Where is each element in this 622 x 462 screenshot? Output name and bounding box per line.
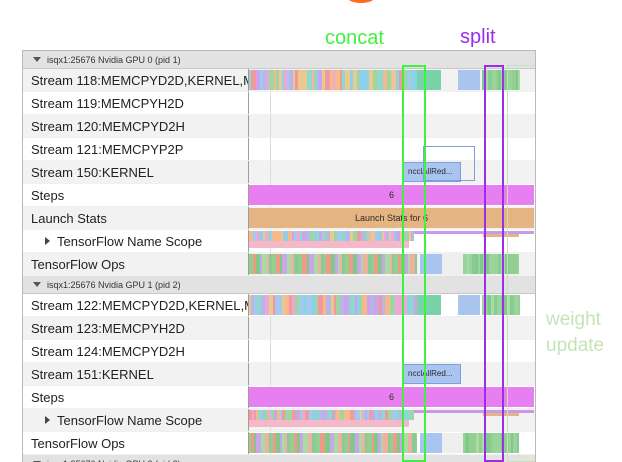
- trace-row-label[interactable]: Stream 120:MEMCPYD2H: [23, 115, 249, 137]
- trace-row-track[interactable]: ncclAllRed...: [249, 363, 535, 385]
- orange-marker-blob: [347, 0, 375, 3]
- trace-row-label[interactable]: Stream 122:MEMCPYD2D,KERNEL,MI: [23, 294, 249, 316]
- chevron-down-icon[interactable]: [33, 282, 41, 287]
- trace-row-label-text: Steps: [31, 390, 64, 405]
- trace-row-label[interactable]: Steps: [23, 184, 249, 206]
- trace-viewer-panel[interactable]: isqx1:25676 Nvidia GPU 0 (pid 1) Stream 1…: [22, 50, 536, 462]
- trace-row-label-text: Stream 119:MEMCPYH2D: [31, 96, 184, 111]
- trace-row[interactable]: Stream 118:MEMCPYD2D,KERNEL,ME: [23, 69, 535, 92]
- steps-bar-label: 6: [249, 387, 534, 407]
- trace-row[interactable]: Stream 121:MEMCPYP2P: [23, 138, 535, 161]
- launch-stats-bar[interactable]: Launch Stats for 6: [249, 208, 534, 228]
- trace-row-track[interactable]: Launch Stats for 6: [249, 207, 535, 229]
- annotation-weight-line1: weight: [546, 307, 604, 333]
- trace-row[interactable]: Stream 124:MEMCPYD2H: [23, 340, 535, 363]
- trace-row-label[interactable]: Steps: [23, 386, 249, 408]
- trace-row-label-text: Stream 118:MEMCPYD2D,KERNEL,ME: [31, 73, 249, 88]
- trace-row[interactable]: TensorFlow Ops: [23, 253, 535, 276]
- trace-group-header-label: isqx1:25676 Nvidia GPU 2 (pid 3): [47, 459, 181, 462]
- trace-row-label[interactable]: Stream 119:MEMCPYH2D: [23, 92, 249, 114]
- trace-row-track[interactable]: [249, 340, 535, 362]
- trace-row[interactable]: Steps 6: [23, 184, 535, 207]
- trace-row-label[interactable]: Stream 118:MEMCPYD2D,KERNEL,ME: [23, 69, 249, 91]
- trace-bar-cluster: [249, 410, 534, 430]
- trace-row-label[interactable]: Stream 121:MEMCPYP2P: [23, 138, 249, 160]
- trace-row-label-text: Stream 120:MEMCPYD2H: [31, 119, 185, 134]
- annotation-weight-update: weight update: [546, 307, 604, 359]
- trace-row-track[interactable]: 6: [249, 184, 535, 206]
- trace-row[interactable]: Stream 151:KERNEL ncclAllRed...: [23, 363, 535, 386]
- trace-row-track[interactable]: [249, 115, 535, 137]
- trace-row-label-text: Stream 123:MEMCPYH2D: [31, 321, 185, 336]
- chevron-right-icon[interactable]: [45, 237, 50, 245]
- trace-group-header-label: isqx1:25676 Nvidia GPU 1 (pid 2): [47, 280, 181, 290]
- trace-row-label[interactable]: TensorFlow Name Scope: [23, 230, 249, 252]
- trace-bar-cluster: [249, 231, 534, 251]
- trace-row[interactable]: Launch Stats Launch Stats for 6: [23, 207, 535, 230]
- trace-bar-cluster: [249, 254, 534, 274]
- trace-row[interactable]: Stream 123:MEMCPYH2D: [23, 317, 535, 340]
- trace-row-label[interactable]: Stream 151:KERNEL: [23, 363, 249, 385]
- trace-row-label-text: Stream 151:KERNEL: [31, 367, 154, 382]
- trace-row-label-text: TensorFlow Ops: [31, 257, 125, 272]
- trace-row-label-text: Stream 124:MEMCPYD2H: [31, 344, 185, 359]
- nccl-allreduce-bar[interactable]: ncclAllRed...: [403, 162, 461, 182]
- trace-row-label[interactable]: Stream 124:MEMCPYD2H: [23, 340, 249, 362]
- trace-row-label[interactable]: TensorFlow Name Scope: [23, 409, 249, 431]
- trace-row-track[interactable]: [249, 69, 535, 91]
- trace-row-label[interactable]: Launch Stats: [23, 207, 249, 229]
- nccl-allreduce-bar-label: ncclAllRed...: [404, 365, 460, 383]
- trace-row[interactable]: TensorFlow Ops: [23, 432, 535, 455]
- trace-row-label[interactable]: Stream 123:MEMCPYH2D: [23, 317, 249, 339]
- trace-row-track[interactable]: [249, 92, 535, 114]
- trace-rows-container[interactable]: isqx1:25676 Nvidia GPU 0 (pid 1) Stream 1…: [23, 51, 535, 462]
- trace-row-label-text: Stream 122:MEMCPYD2D,KERNEL,MI: [31, 298, 249, 313]
- trace-row[interactable]: Stream 150:KERNEL ncclAllRed...: [23, 161, 535, 184]
- steps-bar[interactable]: 6: [249, 185, 534, 205]
- trace-row-track[interactable]: 6: [249, 386, 535, 408]
- nccl-allreduce-bar[interactable]: ncclAllRed...: [403, 364, 461, 384]
- annotation-weight-line2: update: [546, 333, 604, 359]
- annotation-split: split: [460, 26, 496, 49]
- trace-group-header[interactable]: isqx1:25676 Nvidia GPU 0 (pid 1): [23, 51, 535, 69]
- trace-row[interactable]: Steps 6: [23, 386, 535, 409]
- trace-row[interactable]: Stream 122:MEMCPYD2D,KERNEL,MI: [23, 294, 535, 317]
- steps-bar[interactable]: 6: [249, 387, 534, 407]
- chevron-down-icon[interactable]: [33, 57, 41, 62]
- trace-row-label-text: Stream 121:MEMCPYP2P: [31, 142, 183, 157]
- annotation-concat: concat: [325, 27, 384, 50]
- trace-row-track[interactable]: ncclAllRed...: [249, 161, 535, 183]
- trace-row-label[interactable]: TensorFlow Ops: [23, 432, 249, 454]
- trace-row-label-text: Launch Stats: [31, 211, 107, 226]
- trace-row[interactable]: Stream 120:MEMCPYD2H: [23, 115, 535, 138]
- trace-group-header[interactable]: isqx1:25676 Nvidia GPU 1 (pid 2): [23, 276, 535, 294]
- trace-row-track[interactable]: [249, 432, 535, 454]
- trace-row-label-text: TensorFlow Ops: [31, 436, 125, 451]
- steps-bar-label: 6: [249, 185, 534, 205]
- trace-row-track[interactable]: [249, 409, 535, 431]
- nccl-allreduce-bar-label: ncclAllRed...: [404, 163, 460, 181]
- trace-row-label-text: Stream 150:KERNEL: [31, 165, 154, 180]
- trace-row-label-text: Steps: [31, 188, 64, 203]
- trace-row-track[interactable]: [249, 230, 535, 252]
- trace-row-label[interactable]: Stream 150:KERNEL: [23, 161, 249, 183]
- trace-bar-cluster: [249, 433, 534, 453]
- trace-bar-cluster: [249, 70, 534, 90]
- trace-bar-cluster: [249, 295, 534, 315]
- trace-row-track[interactable]: [249, 253, 535, 275]
- trace-row[interactable]: TensorFlow Name Scope: [23, 409, 535, 432]
- trace-row[interactable]: Stream 119:MEMCPYH2D: [23, 92, 535, 115]
- chevron-right-icon[interactable]: [45, 416, 50, 424]
- trace-row-label[interactable]: TensorFlow Ops: [23, 253, 249, 275]
- trace-row-track[interactable]: [249, 138, 535, 160]
- trace-row-track[interactable]: [249, 317, 535, 339]
- launch-stats-bar-label: Launch Stats for 6: [249, 208, 534, 228]
- trace-row-label-text: TensorFlow Name Scope: [57, 234, 202, 249]
- trace-row[interactable]: TensorFlow Name Scope: [23, 230, 535, 253]
- trace-group-header-label: isqx1:25676 Nvidia GPU 0 (pid 1): [47, 55, 181, 65]
- trace-row-label-text: TensorFlow Name Scope: [57, 413, 202, 428]
- trace-row-track[interactable]: [249, 294, 535, 316]
